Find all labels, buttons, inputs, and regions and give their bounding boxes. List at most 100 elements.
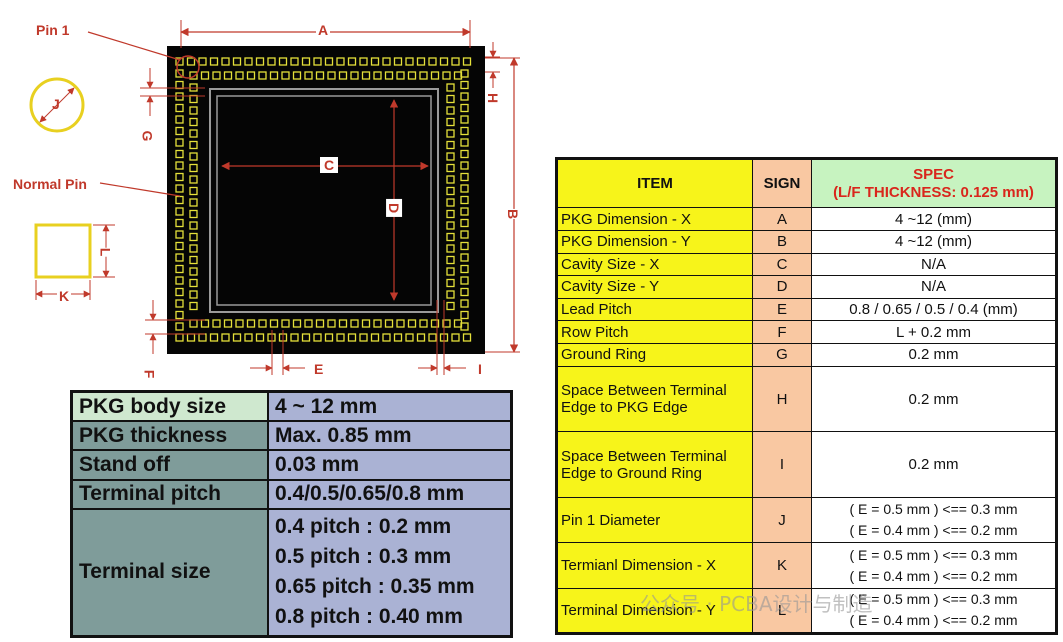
spec-sign: D — [752, 275, 812, 299]
terminal-pad — [446, 301, 455, 311]
terminal-pad — [382, 57, 391, 66]
spec-value-line: ( E = 0.4 mm ) <== 0.2 mm — [849, 522, 1018, 539]
table-row: Terminal pitch 0.4/0.5/0.65/0.8 mm — [70, 478, 513, 510]
spec-sign: B — [752, 229, 812, 254]
header-spec-line2: (L/F THICKNESS: 0.125 mm) — [833, 183, 1034, 201]
terminal-pad — [189, 117, 198, 127]
spec-sign: F — [752, 320, 812, 344]
spec-value: ( E = 0.5 mm ) <== 0.3 mm ( E = 0.4 mm )… — [811, 542, 1057, 589]
terminal-pad — [446, 129, 455, 138]
terminal-pad — [315, 319, 325, 328]
ground-ring-inner — [216, 95, 432, 306]
terminal-pad — [175, 299, 184, 308]
spec-sign: K — [752, 542, 812, 589]
terminal-pad — [396, 71, 405, 80]
terminal-pad — [446, 186, 455, 196]
terminal-pad — [446, 209, 455, 219]
terminal-pad — [460, 115, 469, 124]
terminal-pad — [175, 310, 184, 320]
terminal-pad — [407, 71, 417, 80]
terminal-pad — [453, 319, 463, 328]
terminal-pad — [189, 301, 198, 311]
dim-k-label: K — [57, 288, 72, 304]
spec-value: 0.2 mm — [811, 343, 1057, 367]
package-body — [167, 46, 485, 354]
header-item: ITEM — [556, 157, 753, 209]
terminal-pad — [407, 319, 417, 328]
terminal-pad — [361, 71, 371, 80]
pin1-detail-circle — [29, 77, 85, 133]
terminal-pad — [460, 218, 469, 228]
terminal-pad — [460, 310, 469, 320]
terminal-pad — [446, 232, 455, 242]
spec-value-line: ( E = 0.5 mm ) <== 0.3 mm — [849, 591, 1018, 608]
terminal-pad — [267, 57, 276, 66]
terminal-pad — [175, 149, 184, 159]
terminal-pad — [281, 71, 290, 80]
terminal-pad — [460, 195, 469, 205]
terminal-pad — [384, 319, 394, 328]
table-row: Row Pitch F L + 0.2 mm — [556, 320, 1057, 344]
watermark: 公众号 · PCBA设计与制造 — [640, 592, 873, 616]
terminal-pad — [446, 83, 455, 92]
terminal-pad — [258, 319, 267, 328]
terminal-pad — [189, 175, 198, 184]
table-row: Cavity Size - X C N/A — [556, 252, 1057, 277]
terminal-pad — [255, 57, 265, 66]
terminal-pad — [189, 209, 198, 219]
terminal-pad — [336, 57, 345, 66]
terminal-pad — [460, 92, 469, 101]
terminal-pad — [460, 161, 469, 170]
dim-j-label: J — [52, 96, 60, 112]
terminal-pad — [189, 152, 198, 161]
terminal-pad — [281, 319, 290, 328]
terminal-pad — [175, 126, 184, 136]
terminal-pad — [235, 71, 244, 80]
terminal-pad — [315, 71, 325, 80]
spec-item: PKG Dimension - X — [556, 207, 753, 231]
terminal-pad — [370, 333, 380, 342]
terminal-pad — [244, 57, 253, 66]
terminal-pad — [460, 241, 469, 251]
terminal-pad — [442, 71, 451, 80]
terminal-pad — [446, 244, 455, 253]
dim-g-label: G — [139, 130, 156, 142]
table-row: PKG Dimension - X A 4 ~12 (mm) — [556, 207, 1057, 231]
spec-value: N/A — [811, 252, 1057, 277]
terminal-pad — [278, 57, 288, 66]
terminal-pad — [189, 290, 198, 299]
terminal-pad — [446, 152, 455, 161]
summary-value: 0.03 mm — [267, 449, 513, 481]
terminal-pad — [175, 57, 184, 66]
terminal-pad — [460, 207, 469, 216]
terminal-pad — [460, 138, 469, 147]
terminal-pad — [232, 333, 242, 342]
summary-key: PKG thickness — [70, 420, 269, 452]
terminal-pad — [416, 333, 426, 342]
terminal-pad — [446, 163, 455, 173]
terminal-pad — [446, 198, 455, 207]
summary-value: 0.4 pitch : 0.2 mm 0.5 pitch : 0.3 mm 0.… — [267, 507, 513, 638]
terminal-pad — [361, 319, 371, 328]
terminal-pad — [189, 129, 198, 138]
spec-item: Ground Ring — [556, 343, 753, 367]
terminal-pad — [175, 218, 184, 228]
terminal-pad — [246, 71, 256, 80]
terminal-pad — [209, 57, 219, 66]
terminal-pad — [175, 115, 184, 124]
spec-sign: E — [752, 297, 812, 322]
terminal-pad — [430, 319, 440, 328]
terminal-pad — [460, 253, 469, 262]
terminal-pad — [446, 175, 455, 184]
spec-item: Cavity Size - Y — [556, 275, 753, 299]
terminal-pad — [189, 244, 198, 253]
terminal-pad — [393, 57, 403, 66]
terminal-pad — [212, 319, 221, 328]
terminal-pad — [338, 319, 348, 328]
table-row: Cavity Size - Y D N/A — [556, 275, 1057, 299]
dim-c-label: C — [320, 157, 339, 173]
terminal-pad — [198, 57, 207, 66]
summary-key: Stand off — [70, 449, 269, 481]
dim-l-label: L — [97, 247, 114, 257]
terminal-pad — [175, 207, 184, 216]
